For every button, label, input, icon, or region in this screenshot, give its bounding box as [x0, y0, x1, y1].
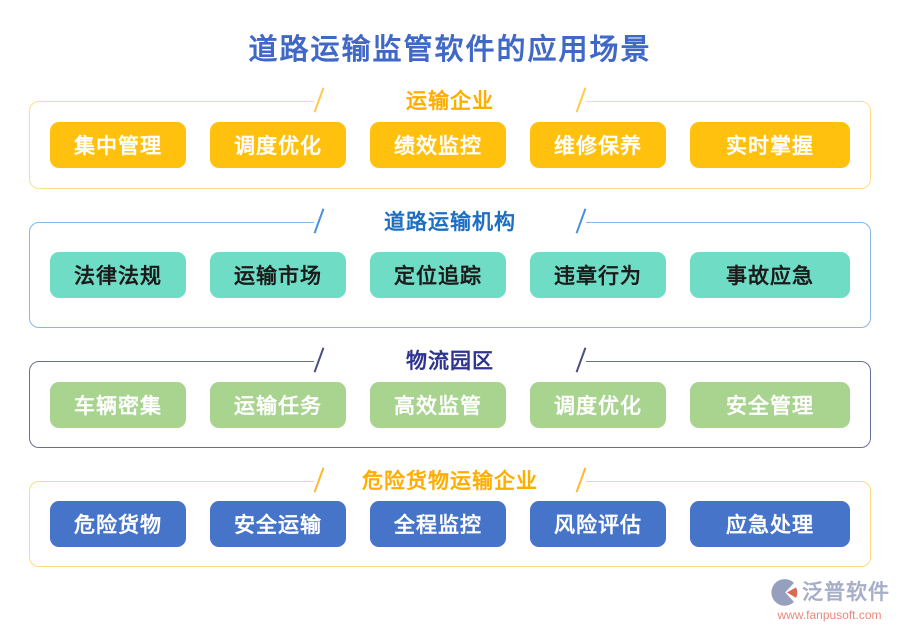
tag-button[interactable]: 维修保养 — [530, 122, 666, 168]
tag-button[interactable]: 高效监管 — [370, 381, 506, 428]
tag-button[interactable]: 调度优化 — [530, 381, 666, 428]
tag-button[interactable]: 安全运输 — [210, 501, 346, 547]
sections-container: 运输企业 集中管理 调度优化 绩效监控 维修保养 实时掌握 道路运输机构 法律法… — [29, 82, 871, 567]
tag-button[interactable]: 危险货物 — [50, 501, 186, 547]
slash-decoration-icon — [575, 347, 587, 373]
button-row: 法律法规 运输市场 定位追踪 违章行为 事故应急 — [30, 223, 870, 327]
tag-button[interactable]: 安全管理 — [690, 381, 850, 428]
tag-button[interactable]: 调度优化 — [210, 122, 346, 168]
button-row: 车辆密集 运输任务 高效监管 调度优化 安全管理 — [30, 362, 870, 447]
tag-button[interactable]: 法律法规 — [50, 252, 186, 298]
button-row: 集中管理 调度优化 绩效监控 维修保养 实时掌握 — [30, 102, 870, 188]
section-title: 道路运输机构 — [384, 209, 516, 234]
slash-decoration-icon — [313, 208, 325, 234]
tag-button[interactable]: 车辆密集 — [50, 381, 186, 428]
slash-decoration-icon — [575, 87, 587, 113]
section-title: 运输企业 — [406, 88, 494, 113]
brand-watermark: 泛普软件 www.fanpusoft.com — [767, 575, 892, 621]
section-dangerous-goods-enterprise: 危险货物运输企业 危险货物 安全运输 全程监控 风险评估 应急处理 — [29, 462, 871, 567]
slash-decoration-icon — [575, 208, 587, 234]
tag-button[interactable]: 运输任务 — [210, 381, 346, 428]
tag-button[interactable]: 风险评估 — [530, 501, 666, 547]
section-header: 道路运输机构 — [313, 203, 587, 238]
tag-button[interactable]: 应急处理 — [690, 501, 850, 547]
section-header: 物流园区 — [313, 342, 587, 377]
slash-decoration-icon — [313, 467, 325, 493]
tag-button[interactable]: 事故应急 — [690, 252, 850, 298]
tag-button[interactable]: 实时掌握 — [690, 122, 850, 168]
tag-button[interactable]: 运输市场 — [210, 252, 346, 298]
section-header: 运输企业 — [313, 82, 587, 117]
slash-decoration-icon — [575, 467, 587, 493]
section-logistics-park: 物流园区 车辆密集 运输任务 高效监管 调度优化 安全管理 — [29, 342, 871, 448]
page-title: 道路运输监管软件的应用场景 — [248, 34, 652, 66]
brand-url: www.fanpusoft.com — [777, 608, 882, 622]
tag-button[interactable]: 绩效监控 — [370, 122, 506, 168]
slash-decoration-icon — [313, 347, 325, 373]
tag-button[interactable]: 全程监控 — [370, 501, 506, 547]
section-road-transport-authority: 道路运输机构 法律法规 运输市场 定位追踪 违章行为 事故应急 — [29, 203, 871, 328]
section-transport-enterprise: 运输企业 集中管理 调度优化 绩效监控 维修保养 实时掌握 — [29, 82, 871, 189]
tag-button[interactable]: 违章行为 — [530, 252, 666, 298]
brand-name: 泛普软件 — [802, 579, 890, 604]
slash-decoration-icon — [313, 87, 325, 113]
section-title: 物流园区 — [406, 348, 494, 373]
section-header: 危险货物运输企业 — [313, 462, 587, 497]
button-row: 危险货物 安全运输 全程监控 风险评估 应急处理 — [30, 482, 870, 566]
brand-row: 泛普软件 — [769, 577, 890, 607]
section-title: 危险货物运输企业 — [362, 468, 538, 493]
fanpu-logo-icon — [771, 579, 798, 606]
tag-button[interactable]: 定位追踪 — [370, 252, 506, 298]
tag-button[interactable]: 集中管理 — [50, 122, 186, 168]
